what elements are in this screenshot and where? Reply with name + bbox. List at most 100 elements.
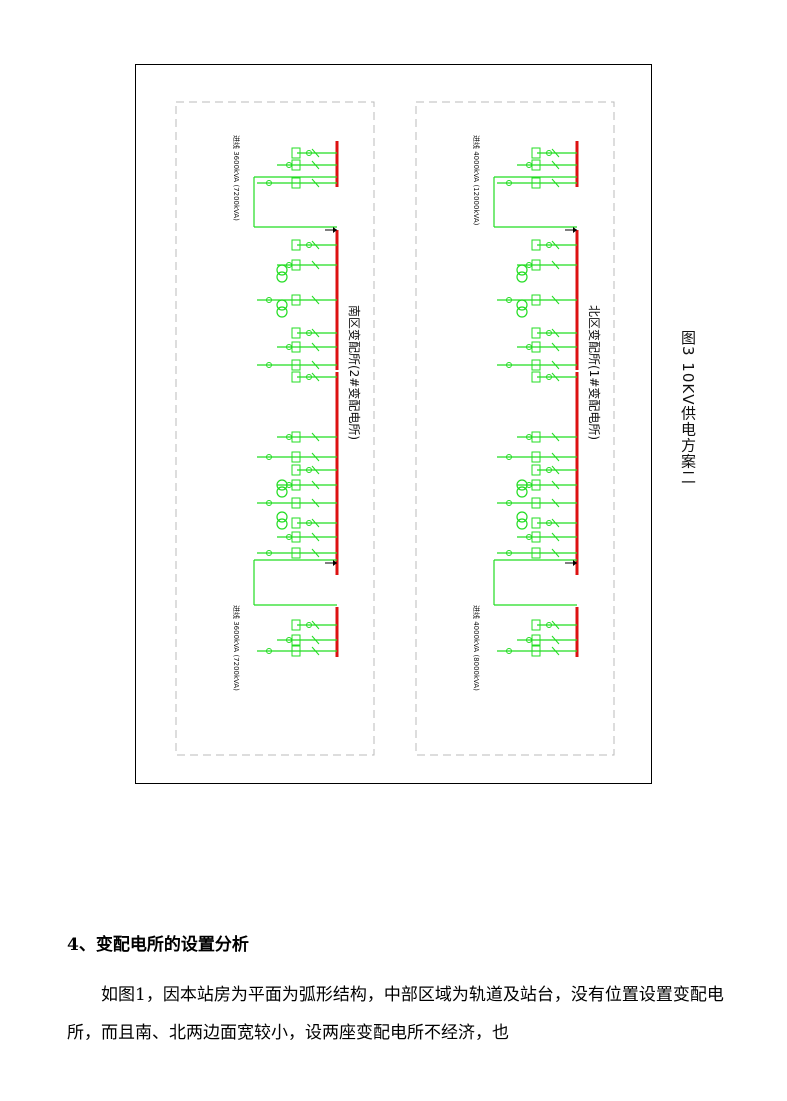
transformer-symbol	[276, 518, 288, 530]
switch-symbol	[551, 452, 560, 462]
ct-symbol	[531, 431, 541, 443]
switch-symbol	[311, 498, 320, 508]
ct-symbol	[291, 517, 301, 529]
breaker-symbol	[306, 520, 312, 526]
ct-symbol	[531, 327, 541, 339]
ct-symbol	[291, 431, 301, 443]
switch-symbol	[551, 646, 560, 656]
transformer-symbol	[516, 518, 528, 530]
breaker-symbol	[546, 374, 552, 380]
figure-caption: 图3 10KV供电方案二	[679, 330, 697, 486]
breaker-symbol	[546, 622, 552, 628]
ct-symbol	[291, 177, 301, 189]
switch-symbol	[311, 635, 320, 645]
breaker-symbol	[506, 454, 512, 460]
breaker-symbol	[546, 467, 552, 473]
ct-symbol	[291, 479, 301, 491]
switch-symbol	[551, 148, 560, 158]
ct-symbol	[291, 547, 301, 559]
ct-symbol	[531, 497, 541, 509]
breaker-symbol	[506, 500, 512, 506]
transformer-symbol	[276, 299, 288, 311]
breaker-symbol	[546, 520, 552, 526]
transformer-symbol	[516, 306, 528, 318]
switch-symbol	[551, 372, 560, 382]
switch-symbol	[311, 360, 320, 370]
switch-symbol	[311, 480, 320, 490]
ct-symbol	[531, 239, 541, 251]
ct-symbol	[531, 547, 541, 559]
breaker-symbol	[266, 500, 272, 506]
north-substation-label: 北区变配所(1#变配电所)	[587, 305, 602, 440]
figure-frame: 南区变配所(2#变配电所) 北区变配所(1#变配电所) 进线 3600kVA (…	[135, 64, 652, 784]
south-substation-diagram	[253, 141, 339, 657]
breaker-symbol	[306, 467, 312, 473]
north-bottom-feed-label: 进线 4000kVA (8000kVA)	[472, 605, 481, 691]
body-paragraph: 如图1，因本站房为平面为弧形结构，中部区域为轨道及站台，没有位置设置变配电所，而…	[67, 985, 724, 1043]
coupler-arrow	[573, 560, 577, 566]
switch-symbol	[551, 295, 560, 305]
ct-symbol	[291, 341, 301, 353]
ct-symbol	[531, 259, 541, 271]
ct-symbol	[291, 159, 301, 171]
ct-symbol	[291, 497, 301, 509]
ct-symbol	[291, 294, 301, 306]
breaker-symbol	[546, 150, 552, 156]
ct-symbol	[291, 371, 301, 383]
switch-symbol	[311, 620, 320, 630]
switch-symbol	[551, 342, 560, 352]
ct-symbol	[291, 645, 301, 657]
breaker-symbol	[306, 150, 312, 156]
switch-symbol	[311, 465, 320, 475]
transformer-symbol	[516, 511, 528, 523]
switch-symbol	[311, 240, 320, 250]
switch-symbol	[551, 160, 560, 170]
south-top-feed-label: 进线 3600kVA (7200kVA)	[232, 135, 241, 221]
ct-symbol	[291, 634, 301, 646]
coupler-arrow	[333, 560, 337, 566]
ct-symbol	[531, 371, 541, 383]
switch-symbol	[551, 328, 560, 338]
ct-symbol	[531, 619, 541, 631]
switch-symbol	[551, 532, 560, 542]
switch-symbol	[551, 260, 560, 270]
north-top-feed-label: 进线 4000kVA (12000kVA)	[472, 135, 481, 226]
switch-symbol	[311, 452, 320, 462]
switch-symbol	[311, 646, 320, 656]
transformer-symbol	[276, 486, 288, 498]
switch-symbol	[311, 518, 320, 528]
switch-symbol	[311, 328, 320, 338]
ct-symbol	[531, 147, 541, 159]
breaker-symbol	[266, 362, 272, 368]
switch-symbol	[311, 178, 320, 188]
ct-symbol	[291, 359, 301, 371]
ct-symbol	[291, 451, 301, 463]
switch-symbol	[311, 342, 320, 352]
breaker-symbol	[266, 180, 272, 186]
switch-symbol	[551, 498, 560, 508]
ct-symbol	[291, 259, 301, 271]
south-bottom-feed-label: 进线 3600kVA (7200kVA)	[232, 605, 241, 691]
coupler-arrow	[573, 227, 577, 233]
transformer-symbol	[276, 264, 288, 276]
switch-symbol	[551, 620, 560, 630]
ct-symbol	[531, 177, 541, 189]
north-enclosure	[415, 101, 615, 756]
ct-symbol	[531, 359, 541, 371]
ct-symbol	[291, 327, 301, 339]
transformer-symbol	[276, 479, 288, 491]
ct-symbol	[291, 619, 301, 631]
switch-symbol	[311, 260, 320, 270]
south-substation-label: 南区变配所(2#变配电所)	[347, 305, 362, 440]
switch-symbol	[311, 432, 320, 442]
switch-symbol	[311, 160, 320, 170]
ct-symbol	[531, 341, 541, 353]
breaker-symbol	[266, 454, 272, 460]
ct-symbol	[291, 239, 301, 251]
transformer-symbol	[516, 486, 528, 498]
transformer-symbol	[516, 479, 528, 491]
switch-symbol	[551, 480, 560, 490]
ct-symbol	[531, 294, 541, 306]
ct-symbol	[531, 479, 541, 491]
transformer-symbol	[276, 306, 288, 318]
